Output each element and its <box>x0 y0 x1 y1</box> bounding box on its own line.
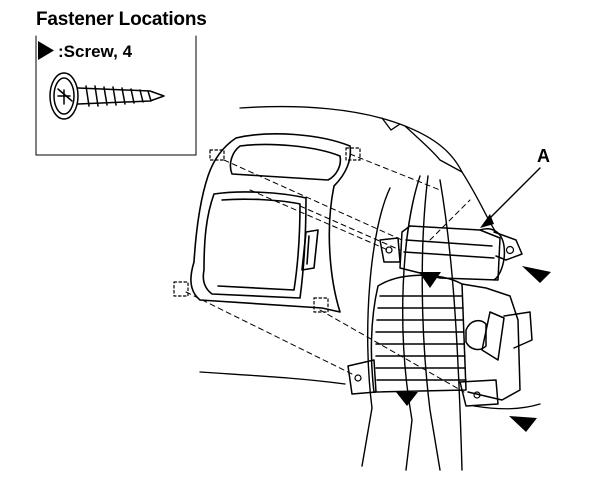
screw-holes <box>354 245 515 399</box>
callout-a-arrowhead <box>480 214 494 228</box>
alignment-lines <box>185 153 471 393</box>
dashboard-outline <box>199 105 541 410</box>
callout-a-leader <box>485 167 541 223</box>
screw-marker-lower-right-icon <box>509 416 537 432</box>
diagram-title: Fastener Locations <box>36 9 207 30</box>
callout-a-label: A <box>537 146 550 166</box>
vent-trim-panel <box>190 133 352 313</box>
legend-screw-label: :Screw, 4 <box>58 42 133 61</box>
dash-column <box>361 175 463 471</box>
screw-symbol-icon <box>38 41 54 60</box>
screw-marker-lower-center-icon <box>396 392 418 406</box>
screw-location-markers <box>396 266 551 432</box>
legend-box <box>35 35 197 156</box>
trim-clips <box>173 147 361 313</box>
vent-assembly <box>347 225 533 407</box>
screw-marker-upper-center-icon <box>419 272 441 288</box>
screw-illustration-icon <box>49 72 165 120</box>
screw-marker-upper-right-icon <box>522 266 551 283</box>
